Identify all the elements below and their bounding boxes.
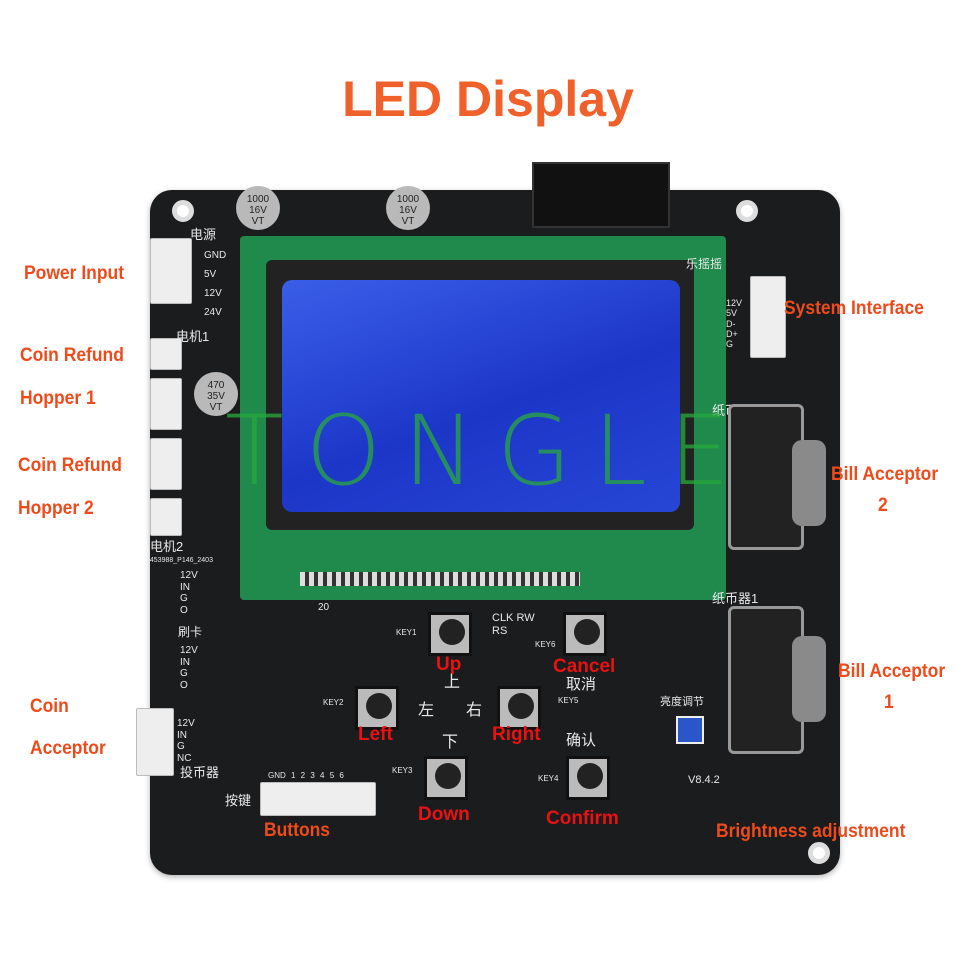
hopper1-connector [150, 338, 182, 370]
annotation-bill-acceptor-1-num: 1 [884, 692, 894, 713]
silk-lcd-pins: CLK RW RS [492, 612, 535, 637]
mount-hole [808, 842, 830, 864]
confirm-cn: 确认 [566, 732, 597, 749]
power-connector [150, 238, 192, 304]
confirm-label: Confirm [546, 808, 619, 829]
down-label: Down [418, 804, 470, 825]
silk-key1: KEY1 [396, 628, 417, 637]
silk-pin20: 20 [318, 602, 330, 613]
cancel-cn: 取消 [566, 676, 597, 693]
right-label: Right [492, 724, 541, 745]
silk-bill1: 纸币器1 [712, 591, 759, 606]
hopper1-connector-2 [150, 378, 182, 430]
silk-key2: KEY2 [323, 698, 344, 707]
brightness-potentiometer[interactable] [676, 716, 704, 744]
silk-part-number: 2453988_P146_2403 [146, 557, 213, 564]
silk-key5: KEY5 [558, 696, 579, 705]
left-key[interactable] [355, 686, 399, 730]
hopper2-connector-2 [150, 498, 182, 536]
silk-power: 电源 [190, 227, 217, 242]
up-key[interactable] [428, 612, 472, 656]
annotation-coin-refund-1: Coin Refund [20, 345, 124, 366]
annotation-bill-acceptor-2: Bill Acceptor [831, 464, 939, 485]
annotation-hopper-1: Hopper 1 [20, 388, 96, 409]
annotation-acceptor: Acceptor [30, 738, 106, 759]
watermark: TONGLE [225, 395, 752, 507]
silk-motor2: 电机2 [150, 539, 184, 554]
down-key[interactable] [424, 756, 468, 800]
silk-keys: 按键 [225, 793, 252, 808]
cancel-label: Cancel [553, 656, 616, 677]
db9-shell [792, 440, 826, 526]
mount-hole [172, 200, 194, 222]
down-cn: 下 [442, 734, 459, 751]
hopper2-connector [150, 438, 182, 490]
silk-motor1: 电机1 [176, 329, 210, 344]
lcd-screen [282, 280, 680, 512]
silk-brightness: 亮度调节 [660, 696, 704, 708]
mount-hole [736, 200, 758, 222]
silk-version: V8.4.2 [688, 774, 720, 786]
coin-acceptor-connector [136, 708, 174, 776]
cancel-key[interactable] [563, 612, 607, 656]
right-cn: 右 [466, 702, 483, 719]
confirm-key[interactable] [566, 756, 610, 800]
annotation-coin: Coin [30, 696, 69, 717]
annotation-brightness: Brightness adjustment [716, 821, 906, 842]
annotation-system-interface: System Interface [784, 298, 924, 319]
annotation-bill-acceptor-1: Bill Acceptor [838, 661, 946, 682]
db9-shell [792, 636, 826, 722]
silk-system: 乐摇摇 [686, 257, 723, 271]
annotation-coin-refund-2: Coin Refund [18, 455, 122, 476]
system-interface-connector [750, 276, 786, 358]
up-label: Up [436, 654, 462, 675]
right-key[interactable] [497, 686, 541, 730]
silk-key6: KEY6 [535, 640, 556, 649]
title-led-display: LED Display [342, 71, 634, 127]
silk-key3: KEY3 [392, 766, 413, 775]
annotation-power-input: Power Input [24, 263, 125, 284]
silk-card: 刷卡 [178, 625, 203, 639]
idc-header [532, 162, 670, 228]
annotation-buttons: Buttons [264, 820, 331, 841]
annotation-bill-acceptor-2-num: 2 [878, 495, 888, 516]
silk-key-pins: GND 1 2 3 4 5 6 [268, 771, 344, 780]
up-cn: 上 [444, 674, 461, 691]
bill-acceptor-1-port [728, 606, 804, 754]
silk-coin: 投币器 [180, 765, 220, 780]
annotation-hopper-2: Hopper 2 [18, 498, 94, 519]
silk-key4: KEY4 [538, 774, 559, 783]
buttons-connector [260, 782, 376, 816]
left-label: Left [358, 724, 393, 745]
left-cn: 左 [418, 702, 435, 719]
lcd-pin-header [300, 572, 580, 586]
